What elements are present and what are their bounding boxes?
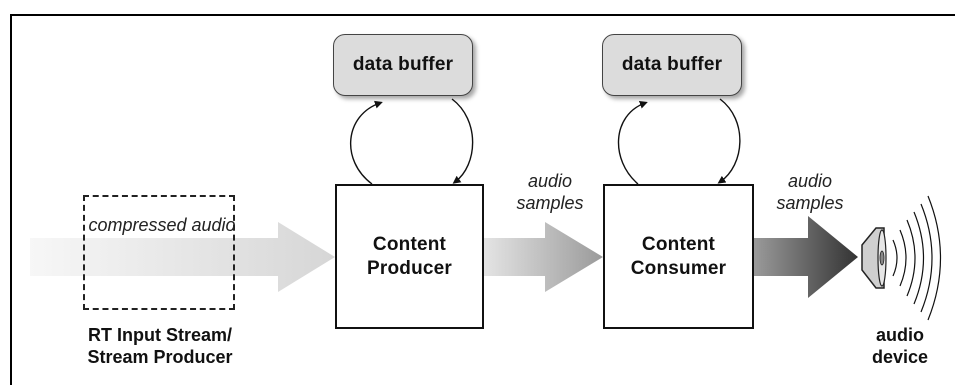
device-caption-line1: audio <box>876 325 924 345</box>
speaker-icon <box>861 227 887 289</box>
content-consumer-box: Content Consumer <box>603 184 754 329</box>
frame-top-line <box>10 14 955 16</box>
input-caption-line2: Stream Producer <box>87 347 233 367</box>
consumer-label-line1: Content <box>641 233 716 255</box>
flow2-label-line1: audio <box>787 171 833 191</box>
consumer-data-buffer: data buffer <box>602 34 742 96</box>
input-caption: RT Input Stream/ Stream Producer <box>40 324 280 368</box>
compressed-audio-label: compressed audio <box>88 215 236 235</box>
producer-label-line1: Content <box>372 233 447 255</box>
consumer-to-device-arrow <box>754 216 858 298</box>
flow1-label-line2: samples <box>516 193 584 213</box>
flow1-label: audio samples <box>495 170 605 214</box>
input-flow-arrow <box>30 222 335 292</box>
producer-to-consumer-arrow <box>484 222 603 292</box>
input-stream-dashed-box <box>83 195 235 310</box>
consumer-label-line2: Consumer <box>630 257 727 279</box>
producer-data-buffer-label: data buffer <box>352 54 454 75</box>
consumer-buffer-cycle-left <box>617 100 648 185</box>
content-producer-box: Content Producer <box>335 184 484 329</box>
flow2-label: audio samples <box>755 170 865 214</box>
audio-device-caption: audio device <box>850 324 950 368</box>
sound-waves-icon <box>892 195 942 321</box>
producer-buffer-cycle-right <box>451 98 474 184</box>
consumer-buffer-cycle-right <box>717 98 741 184</box>
frame-left-line <box>10 14 12 385</box>
flow1-label-line1: audio <box>527 171 573 191</box>
input-caption-line1: RT Input Stream/ <box>87 325 232 345</box>
producer-data-buffer: data buffer <box>333 34 473 96</box>
consumer-data-buffer-label: data buffer <box>621 54 723 75</box>
producer-label-line2: Producer <box>366 257 452 279</box>
device-caption-line2: device <box>871 347 929 367</box>
producer-buffer-cycle-left <box>350 100 383 185</box>
flow2-label-line2: samples <box>776 193 844 213</box>
